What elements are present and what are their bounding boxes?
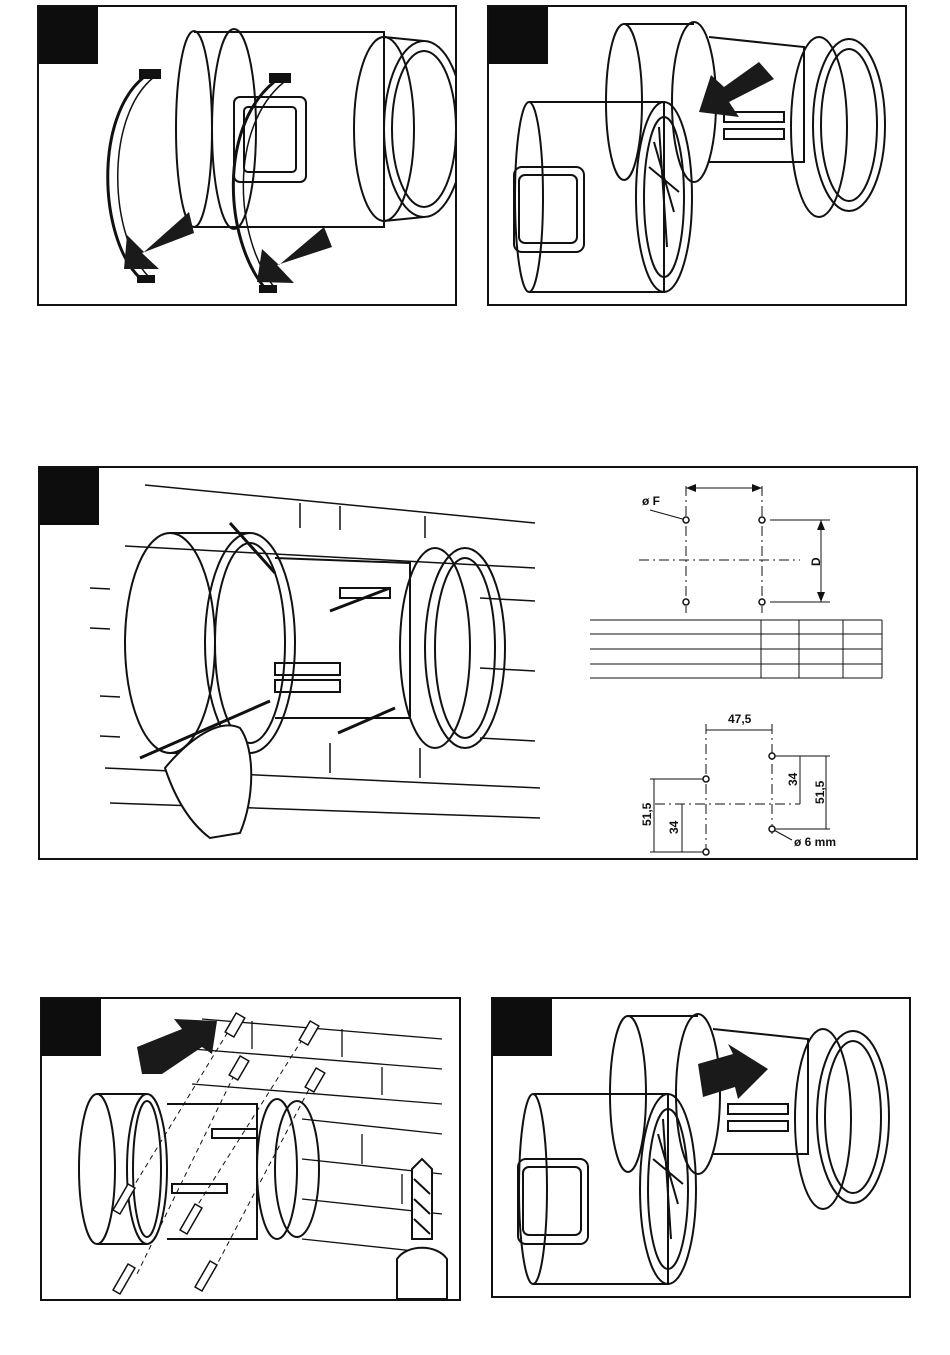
motor-removal-illustration (489, 7, 907, 306)
step-2-panel (487, 5, 907, 306)
spec-table (590, 620, 882, 678)
generic-hole-template (639, 486, 830, 613)
push-arrow (698, 1044, 768, 1099)
step-1-panel (37, 5, 457, 306)
step-4-panel (40, 997, 461, 1301)
pull-arrow (699, 62, 774, 117)
left-34-label: 34 (667, 820, 681, 834)
motor-insert-illustration (493, 999, 911, 1298)
diameter-f-label: ø F (642, 494, 660, 508)
spacing-47-5-label: 47,5 (728, 712, 752, 726)
step-5-panel (491, 997, 911, 1298)
drill-bit (397, 1159, 447, 1299)
hole-diameter-label: ø 6 mm (794, 835, 836, 849)
push-arrow (137, 1019, 217, 1074)
mounting-illustration (42, 999, 461, 1301)
right-34-label: 34 (786, 772, 800, 786)
duct-fan-clamps-illustration (39, 7, 457, 306)
step-3-panel: ø F D (38, 466, 918, 860)
height-d-label: D (809, 557, 823, 566)
pull-arrows (124, 212, 332, 283)
marking-illustration: ø F D (40, 468, 918, 860)
right-51-5-label: 51,5 (813, 780, 827, 804)
left-51-5-label: 51,5 (640, 802, 654, 826)
